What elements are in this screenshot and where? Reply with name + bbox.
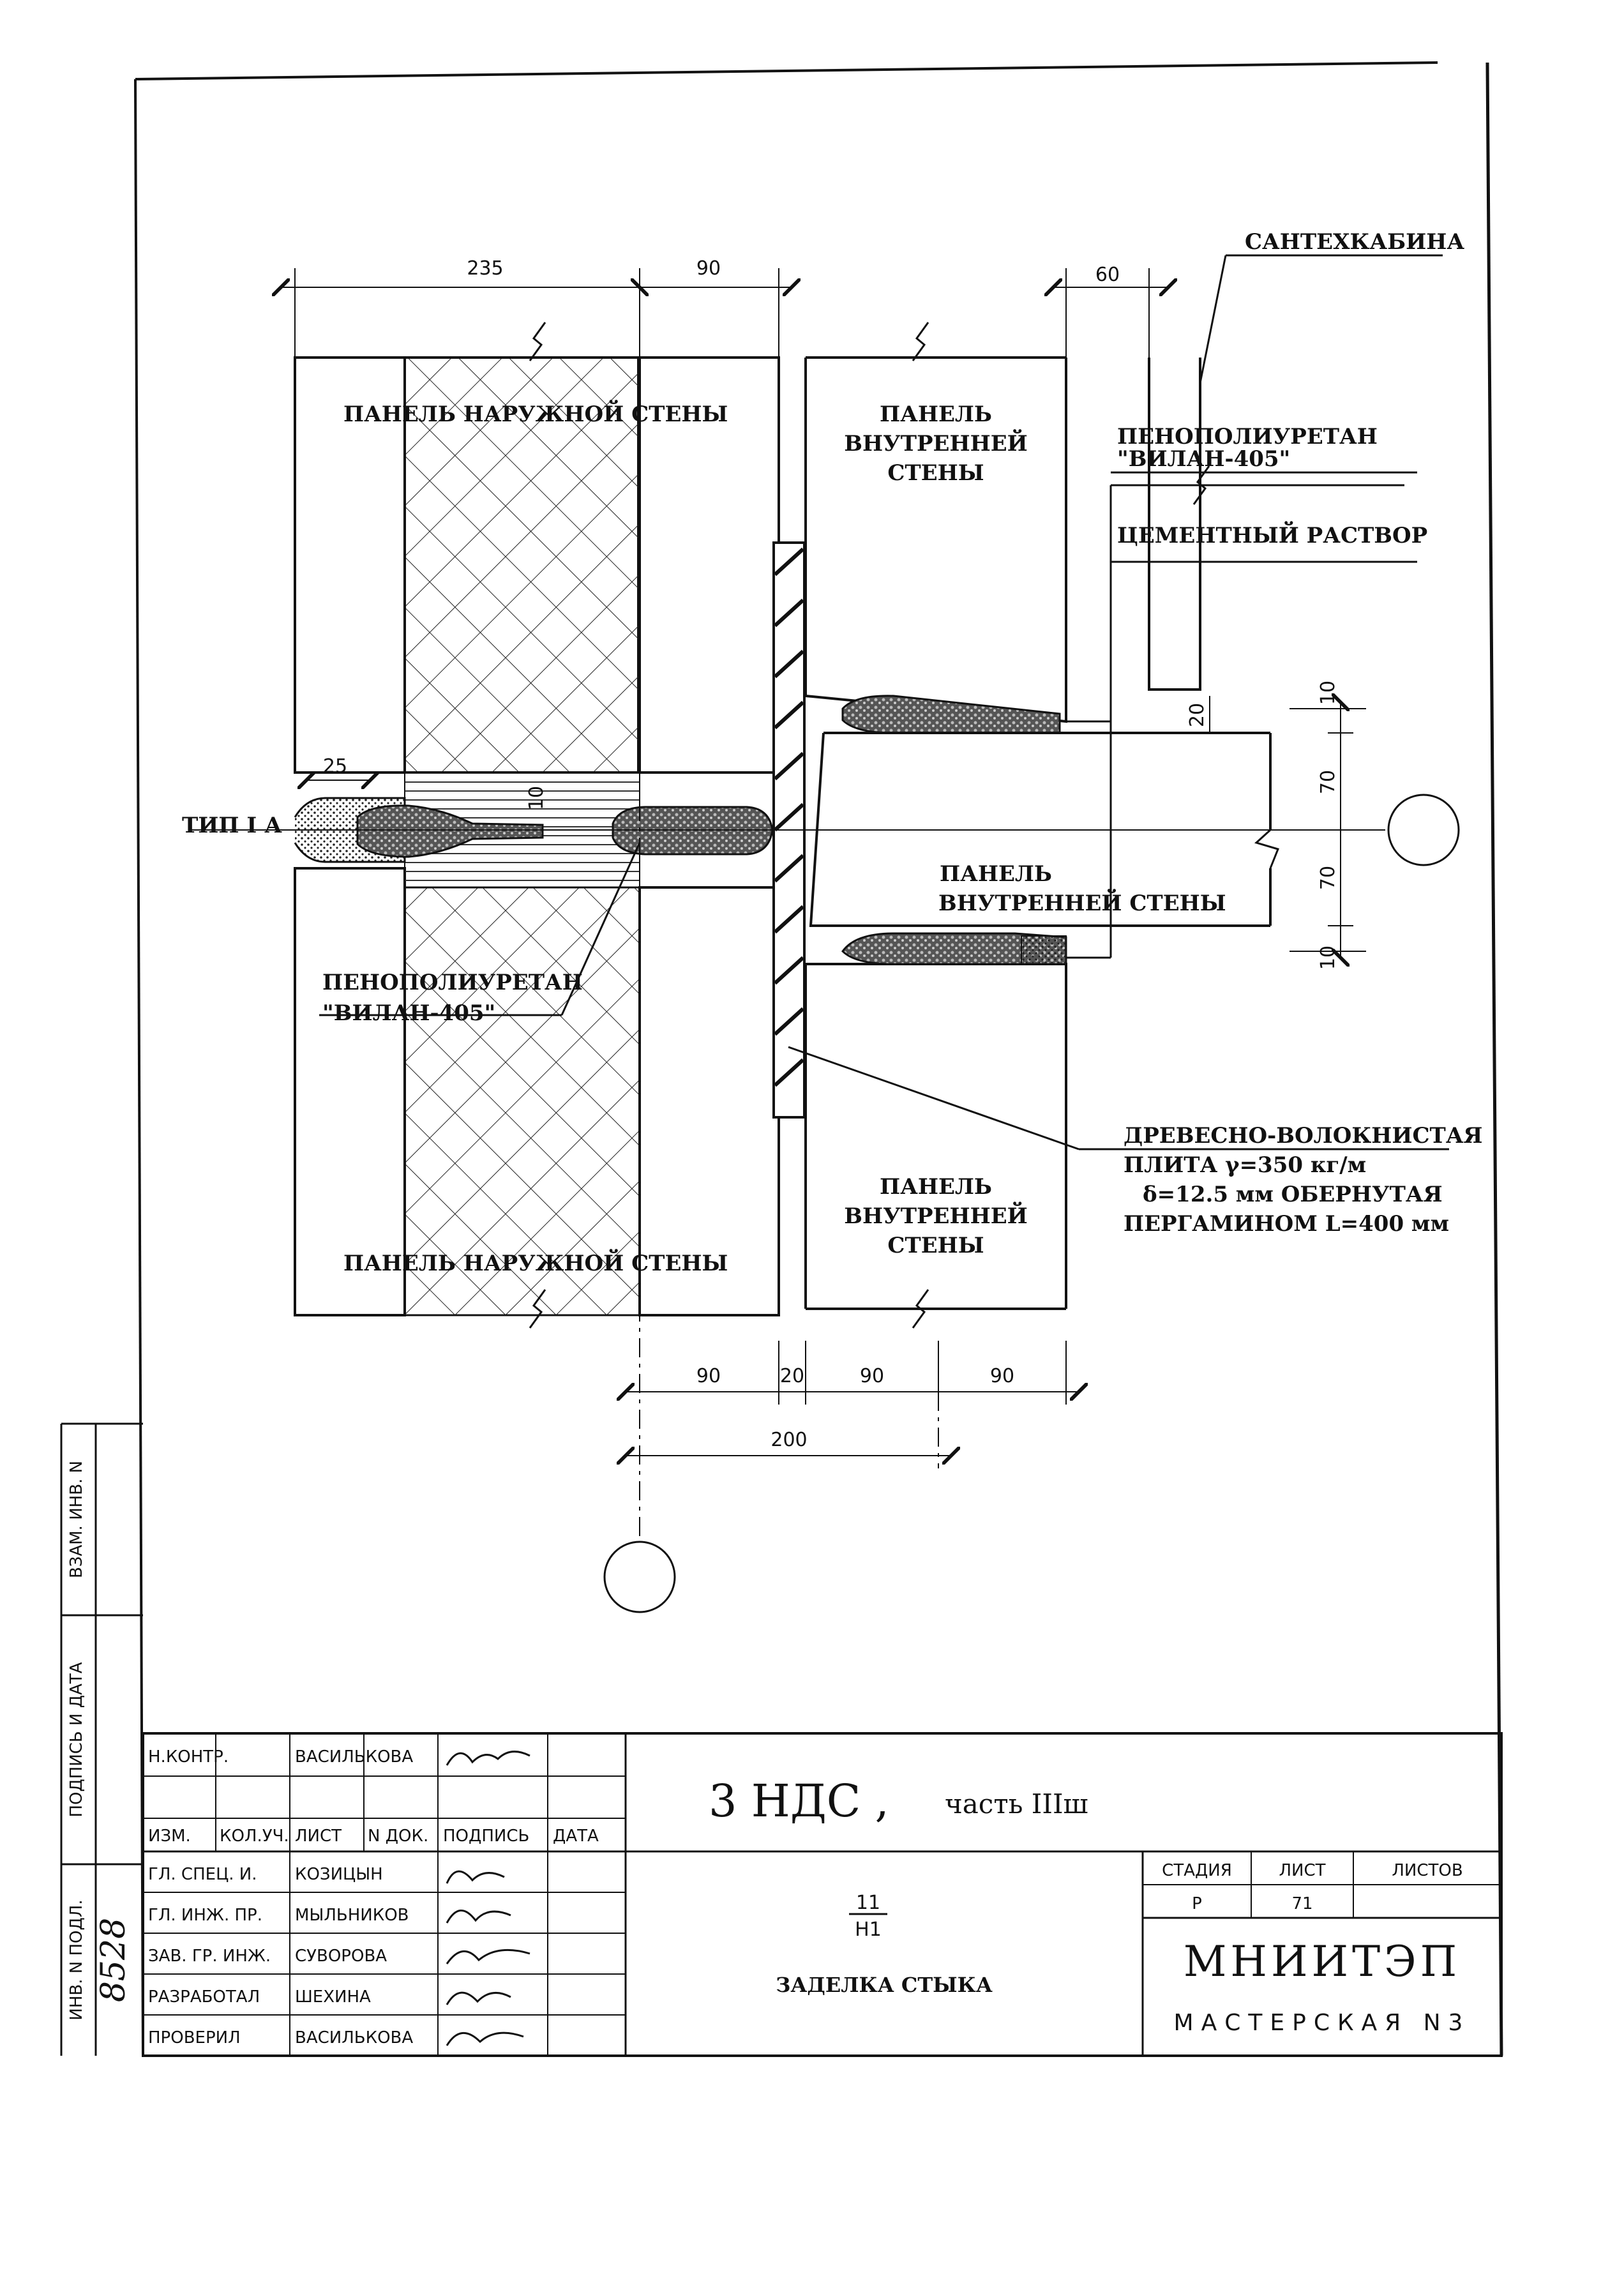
tb-sheet: 71: [1291, 1894, 1312, 1913]
tb-workshop: МАСТЕРСКАЯ N3: [1174, 2010, 1471, 2036]
tb-row-role: ГЛ. ИНЖ. ПР.: [148, 1906, 262, 1925]
label-fiberboard-3: δ=12.5 мм ОБЕРНУТАЯ: [1143, 1182, 1443, 1207]
stamp-sign-date: ПОДПИСЬ И ДАТА: [67, 1662, 86, 1817]
axis-marker-right: [1387, 794, 1460, 866]
label-santech: САНТЕХКАБИНА: [1245, 229, 1464, 255]
stamp-inv-podl: ИНВ. N ПОДЛ.: [67, 1899, 86, 2020]
label-foam-right-2: "ВИЛАН-405": [1117, 446, 1290, 472]
tb-stage-header: СТАДИЯ: [1162, 1861, 1232, 1880]
tb-header-kol: КОЛ.УЧ.: [220, 1827, 289, 1846]
tb-row-role: ЗАВ. ГР. ИНЖ.: [148, 1947, 271, 1966]
drawing-labels: ПАНЕЛЬ НАРУЖНОЙ СТЕНЫ ПАНЕЛЬ НАРУЖНОЙ СТ…: [182, 229, 1483, 1276]
inner-wall-panel-bottom: [804, 932, 1067, 1310]
inner-wall-panel-top: [804, 356, 1067, 734]
dim-bottom-2: 20: [780, 1365, 804, 1387]
signature-norm-control: [446, 1751, 530, 1766]
label-fiberboard-4: ПЕРГАМИНОМ L=400 мм: [1124, 1211, 1449, 1237]
outer-wall-panel-bottom: [294, 867, 780, 1316]
axis-lines: [192, 766, 1460, 1613]
label-inner-wall-top-1: ПАНЕЛЬ: [880, 402, 992, 427]
tb-row-role: ГЛ. СПЕЦ. И.: [148, 1865, 257, 1884]
tb-row-name: СУВОРОВА: [295, 1947, 387, 1966]
dim-right-10-bottom: 10: [1317, 946, 1339, 970]
tb-org: МНИИТЭП: [1184, 1937, 1461, 1986]
dim-bottom-1: 90: [696, 1365, 721, 1387]
tb-sheets-header: ЛИСТОВ: [1392, 1861, 1462, 1880]
stamp-inv-number: 8528: [94, 1918, 133, 2002]
label-foam-left-1: ПЕНОПОЛИУРЕТАН: [322, 970, 583, 995]
break-marks: [529, 322, 1210, 1329]
label-outer-panel-top: ПАНЕЛЬ НАРУЖНОЙ СТЕНЫ: [343, 400, 728, 427]
dim-bottom-4: 90: [990, 1365, 1014, 1387]
label-inner-wall-top-3: СТЕНЫ: [887, 460, 984, 486]
tb-sheet-num: 11: [856, 1892, 880, 1914]
dim-top-right: 60: [1095, 264, 1120, 286]
label-joint-type: ТИП I А: [182, 813, 282, 838]
label-cement: ЦЕМЕНТНЫЙ РАСТВОР: [1117, 521, 1427, 548]
label-fiberboard-2: ПЛИТА γ=350 кг/м: [1124, 1152, 1366, 1178]
dim-top-gap: 90: [696, 257, 721, 280]
stamp-inv-vzam: ВЗАМ. ИНВ. N: [67, 1461, 86, 1578]
label-fiberboard-1: ДРЕВЕСНО-ВОЛОКНИСТАЯ: [1124, 1123, 1483, 1149]
tb-drawing-title: ЗАДЕЛКА СТЫКА: [776, 1973, 993, 1997]
tb-row-role: ПРОВЕРИЛ: [148, 2028, 241, 2047]
label-inner-wall-bottom-3: СТЕНЫ: [887, 1233, 984, 1258]
tb-row-name: ШЕХИНА: [295, 1987, 371, 2007]
label-inner-wall-top-2: ВНУТРЕННЕЙ: [844, 429, 1028, 456]
dim-bottom-3: 90: [860, 1365, 884, 1387]
signatures: [446, 1870, 530, 2046]
sanitary-cabin: [1066, 358, 1404, 959]
label-foam-right-1: ПЕНОПОЛИУРЕТАН: [1117, 424, 1378, 449]
dim-right-70-bottom: 70: [1317, 866, 1339, 890]
tb-header-sign: ПОДПИСЬ: [443, 1827, 529, 1846]
dim-top-outer: 235: [467, 257, 503, 280]
tb-header-izm: ИЗМ.: [148, 1827, 191, 1846]
tb-norm-control-name: ВАСИЛЬКОВА: [295, 1747, 413, 1767]
side-stamp: ВЗАМ. ИНВ. N ПОДПИСЬ И ДАТА ИНВ. N ПОДЛ.…: [60, 1422, 143, 2056]
tb-sheet-den: Н1: [855, 1918, 882, 1941]
dim-seal-width: 25: [323, 755, 347, 778]
dim-bottom-total: 200: [771, 1429, 807, 1451]
tb-sheet-header: ЛИСТ: [1279, 1861, 1325, 1880]
label-outer-panel-bottom: ПАНЕЛЬ НАРУЖНОЙ СТЕНЫ: [343, 1249, 728, 1276]
axis-marker-bottom: [603, 1541, 676, 1613]
dim-right-10-top: 10: [1317, 681, 1339, 705]
leader-lines: [319, 254, 1449, 1150]
tb-header-date: ДАТА: [553, 1827, 599, 1846]
tb-row-name: ВАСИЛЬКОВА: [295, 2028, 413, 2047]
tb-row-role: РАЗРАБОТАЛ: [148, 1987, 260, 2007]
dim-right-70-top: 70: [1317, 770, 1339, 794]
label-foam-left-2: "ВИЛАН-405": [322, 1000, 495, 1026]
tb-row-name: МЫЛЬНИКОВ: [295, 1906, 409, 1925]
label-inner-slab-2: ВНУТРЕННЕЙ СТЕНЫ: [938, 889, 1226, 916]
dimension-lines: [281, 268, 1366, 1468]
dimension-values: 235 90 60 25 10 20 10 70 70 10 90 20 90 …: [323, 257, 1339, 1451]
label-inner-wall-bottom-2: ВНУТРЕННЕЙ: [844, 1202, 1028, 1229]
tb-project-part: часть IIIш: [945, 1788, 1088, 1820]
tb-project: 3 НДС ,: [709, 1775, 889, 1827]
label-inner-slab-1: ПАНЕЛЬ: [940, 861, 1052, 887]
tb-header-list: ЛИСТ: [295, 1827, 342, 1846]
dim-slab-gap: 20: [1186, 703, 1208, 727]
tb-row-name: КОЗИЦЫН: [295, 1865, 383, 1884]
tb-header-ndok: N ДОК.: [368, 1827, 428, 1846]
title-block: Н.КОНТР. ВАСИЛЬКОВА ИЗМ. КОЛ.УЧ. ЛИСТ N …: [142, 1732, 1503, 2057]
tb-stage: Р: [1192, 1894, 1202, 1913]
label-inner-wall-bottom-1: ПАНЕЛЬ: [880, 1174, 992, 1200]
tb-norm-control-role: Н.КОНТР.: [148, 1747, 229, 1767]
dim-seal-gap: 10: [525, 786, 548, 810]
